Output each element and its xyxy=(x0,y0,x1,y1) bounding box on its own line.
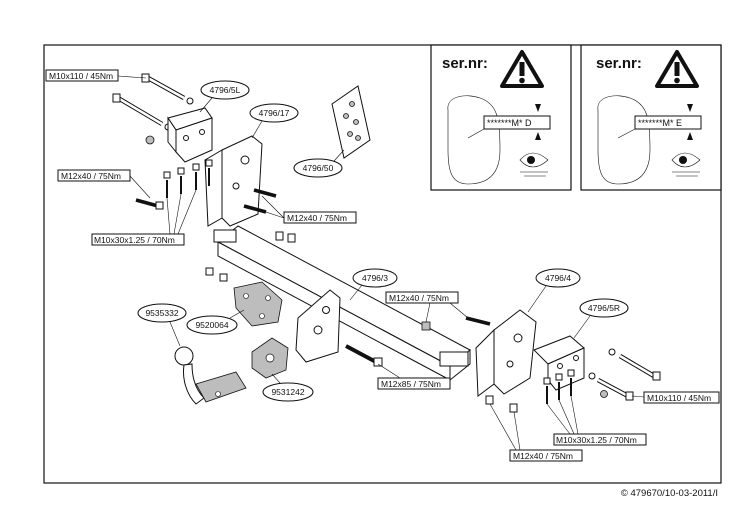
svg-text:4796/4: 4796/4 xyxy=(545,273,571,283)
part-number-9535332: 9535332 xyxy=(137,303,187,347)
svg-text:9531242: 9531242 xyxy=(271,387,304,397)
part-number-4796-5l: 4796/5L xyxy=(199,80,250,113)
diagram-frame xyxy=(43,44,722,484)
arrow-up-icon xyxy=(535,132,541,140)
arrow-down-icon xyxy=(687,104,693,112)
svg-text:9535332: 9535332 xyxy=(145,308,178,318)
svg-text:M12x40 / 75Nm: M12x40 / 75Nm xyxy=(513,451,573,461)
serial-code-box xyxy=(634,115,702,130)
torque-label-m12x40-left: M12x40 / 75Nm xyxy=(57,169,151,199)
sticker-4796-50 xyxy=(331,85,371,159)
svg-text:M12x40 / 75Nm: M12x40 / 75Nm xyxy=(287,213,347,223)
svg-text:M12x40 / 75Nm: M12x40 / 75Nm xyxy=(389,293,449,303)
part-number-4796-5r: 4796/5R xyxy=(573,298,629,339)
svg-text:4796/5L: 4796/5L xyxy=(210,85,241,95)
towball-9535332 xyxy=(174,346,247,405)
svg-text:M12x40 / 75Nm: M12x40 / 75Nm xyxy=(61,171,121,181)
torque-label-m10x30-left: M10x30x1.25 / 70Nm xyxy=(91,189,197,246)
torque-label-m10x30-right: M10x30x1.25 / 70Nm xyxy=(546,395,647,446)
eye-icon xyxy=(671,152,701,177)
warning-icon xyxy=(500,50,544,88)
svg-text:4796/50: 4796/50 xyxy=(303,163,334,173)
svg-text:M12x85 / 75Nm: M12x85 / 75Nm xyxy=(381,379,441,389)
serial-code: *******M* E xyxy=(638,118,682,128)
eye-icon xyxy=(519,152,549,177)
warning-icon xyxy=(655,50,699,88)
bracket-4796-5r xyxy=(533,335,585,391)
vin-plate-outline xyxy=(597,95,651,185)
svg-text:9520064: 9520064 xyxy=(195,320,228,330)
serial-code: *******M* D xyxy=(487,118,532,128)
svg-text:M10x110 / 45Nm: M10x110 / 45Nm xyxy=(647,393,711,403)
plate-4796-4 xyxy=(475,309,537,397)
part-number-9531242: 9531242 xyxy=(262,373,314,402)
serial-panel-d: ser.nr: *******M* D xyxy=(430,44,572,191)
serial-title: ser.nr: xyxy=(596,55,642,72)
svg-text:M10x30x1.25 / 70Nm: M10x30x1.25 / 70Nm xyxy=(556,435,637,445)
vin-plate-outline xyxy=(447,95,501,185)
plate-4796-17 xyxy=(204,135,263,227)
mount-plate-center xyxy=(295,289,341,363)
serial-panel-e: ser.nr: *******M* E xyxy=(580,44,722,191)
part-number-4796-4: 4796/4 xyxy=(527,268,581,313)
bolt-m10x110-right xyxy=(588,348,661,401)
serial-title: ser.nr: xyxy=(442,55,488,72)
copyright-footer: © 479670/10-03-2011/I xyxy=(621,488,718,499)
torque-label-m12x85: M12x85 / 75Nm xyxy=(377,363,451,390)
part-number-4796-50: 4796/50 xyxy=(293,149,345,178)
flange-9520064 xyxy=(205,267,283,327)
part-number-4796-17: 4796/17 xyxy=(249,103,299,139)
bracket-4796-5l xyxy=(145,107,213,163)
torque-label-m12x40-mid: M12x40 / 75Nm xyxy=(253,195,357,224)
hardware-right xyxy=(345,316,575,413)
torque-label-m12x40-bottom: M12x40 / 75Nm xyxy=(489,403,583,462)
socket-plate-9531242 xyxy=(251,337,289,379)
part-number-4796-3: 4796/3 xyxy=(349,268,398,301)
svg-text:4796/17: 4796/17 xyxy=(259,108,290,118)
svg-text:4796/5R: 4796/5R xyxy=(588,303,620,313)
bolt-m10x110-left xyxy=(112,73,194,131)
svg-text:M10x30x1.25 / 70Nm: M10x30x1.25 / 70Nm xyxy=(94,235,175,245)
svg-text:4796/3: 4796/3 xyxy=(362,273,388,283)
part-number-9520064: 9520064 xyxy=(186,309,245,335)
arrow-up-icon xyxy=(687,132,693,140)
svg-text:M10x110 / 45Nm: M10x110 / 45Nm xyxy=(49,71,113,81)
torque-label-m12x40-center: M12x40 / 75Nm xyxy=(385,291,469,323)
torque-label-m10x110-left: M10x110 / 45Nm xyxy=(45,69,147,82)
hardware-left xyxy=(135,159,296,243)
serial-code-box xyxy=(483,115,551,130)
arrow-down-icon xyxy=(535,104,541,112)
torque-label-m10x110-right: M10x110 / 45Nm xyxy=(631,391,720,404)
